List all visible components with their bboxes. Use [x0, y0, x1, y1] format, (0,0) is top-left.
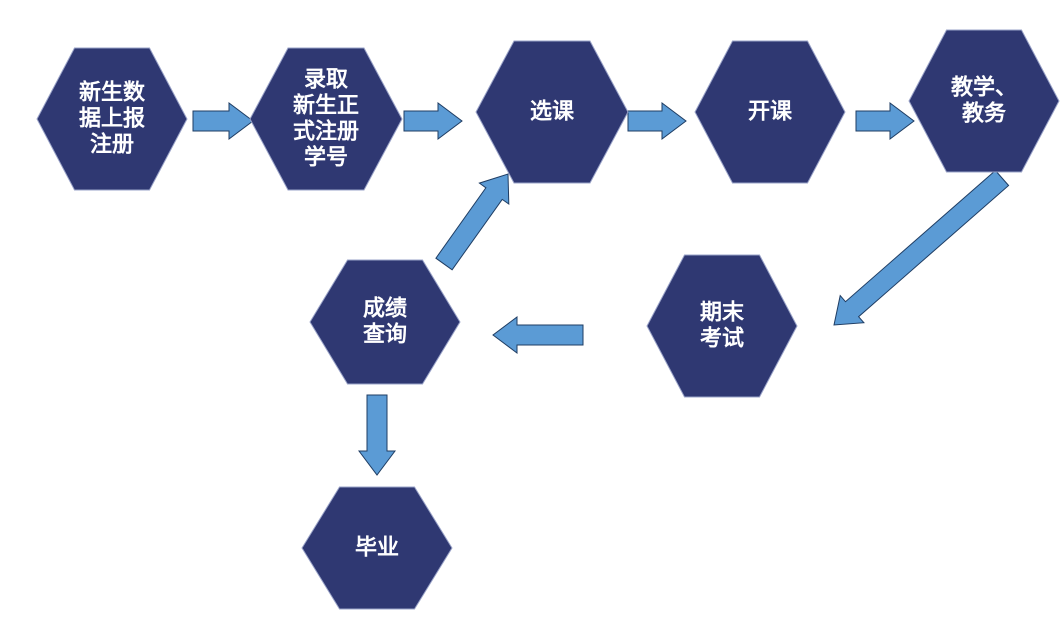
node-n3: 选课	[475, 40, 629, 184]
node-n8: 毕业	[301, 486, 453, 610]
node-label-line: 录取	[304, 68, 348, 93]
arrow-n5-n6	[833, 169, 1010, 326]
node-hexagon	[36, 47, 188, 191]
node-label-line: 毕业	[355, 536, 399, 561]
node-hexagon	[309, 259, 461, 385]
arrows-layer	[192, 102, 1010, 476]
arrow-n7-n8	[358, 394, 396, 476]
node-label-line: 学号	[304, 145, 348, 171]
arrow-n7-n3	[435, 173, 510, 271]
node-label-line: 注册	[90, 132, 134, 158]
node-label-line: 教学、	[951, 75, 1017, 101]
node-label-line: 成绩	[363, 296, 407, 322]
node-hexagon	[249, 47, 403, 191]
node-label-line: 式注册	[293, 119, 359, 145]
arrow-n6-n7	[492, 316, 584, 354]
node-hexagon	[475, 40, 629, 184]
node-label-line: 查询	[363, 322, 407, 348]
node-label-line: 开课	[748, 100, 793, 125]
arrow-n3-n4	[627, 102, 687, 140]
node-label-line: 据上报	[79, 107, 145, 132]
node-label-line: 教务	[962, 101, 1007, 127]
arrow-n4-n5	[855, 102, 915, 140]
node-n4: 开课	[694, 40, 846, 184]
node-label-line: 考试	[700, 327, 744, 352]
node-label-line: 新生数	[79, 80, 146, 106]
node-label-line: 期末	[700, 301, 745, 326]
node-hexagon	[908, 29, 1060, 173]
node-label-line: 选课	[530, 100, 575, 125]
arrow-n1-n2	[192, 102, 254, 140]
node-hexagon	[694, 40, 846, 184]
node-hexagon	[301, 486, 453, 610]
node-hexagon	[646, 254, 798, 398]
arrow-n2-n3	[403, 102, 463, 140]
nodes-layer: 新生数据上报注册录取新生正式注册学号选课开课教学、教务期末考试成绩查询毕业	[36, 29, 1060, 610]
node-label-line: 新生正	[293, 93, 359, 119]
node-n5: 教学、教务	[908, 29, 1060, 173]
